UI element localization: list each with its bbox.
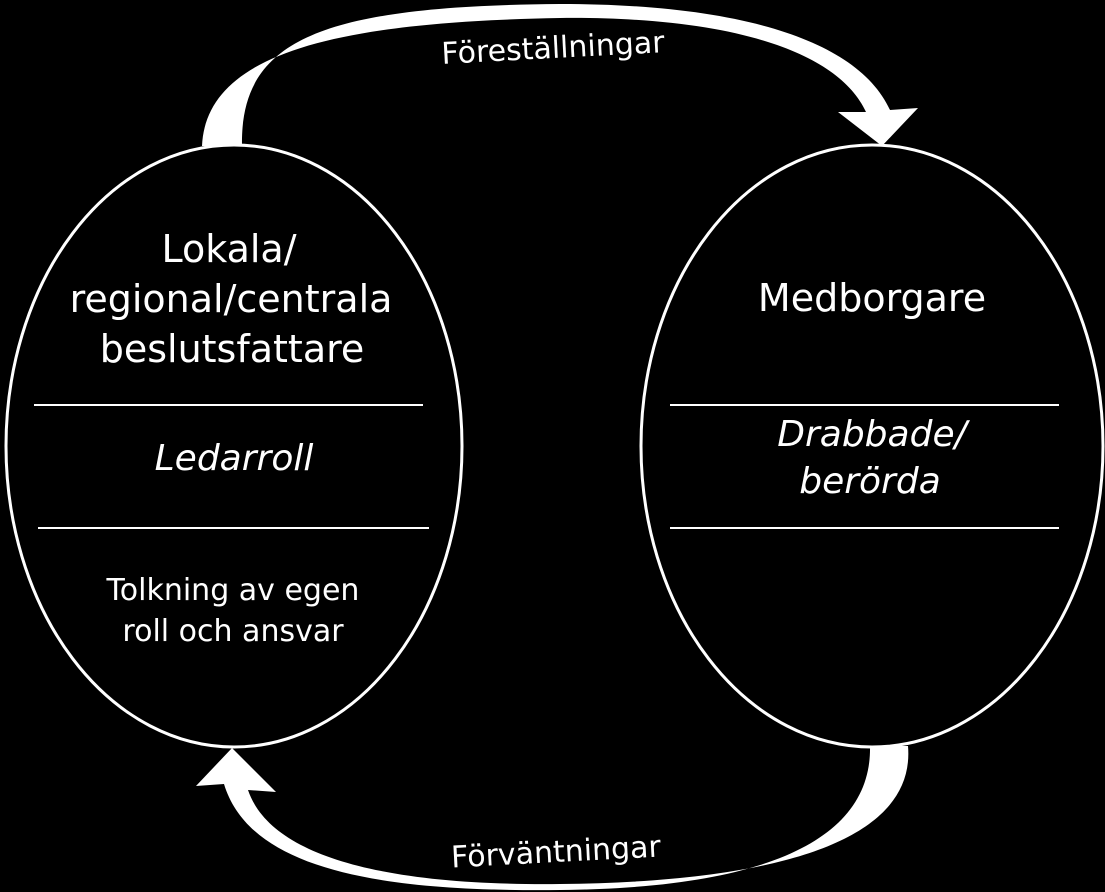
left-title-line-1: Lokala/ <box>161 227 296 271</box>
left-node: Lokala/ regional/centrala beslutsfattare… <box>4 143 464 749</box>
top-arrow <box>202 4 918 146</box>
top-arrow-label: Föreställningar <box>441 25 666 72</box>
left-ellipse <box>4 143 464 749</box>
right-role-line-1: Drabbade/ <box>777 414 970 455</box>
left-role-label: Ledarroll <box>155 438 314 479</box>
bottom-arrow-label: Förväntningar <box>450 829 662 875</box>
right-role-line-2: berörda <box>799 461 941 502</box>
left-detail-line-2: roll och ansvar <box>122 614 344 649</box>
left-detail-line-1: Tolkning av egen <box>106 573 360 608</box>
top-arrow-body <box>202 4 918 146</box>
left-title-line-3: beslutsfattare <box>100 327 365 371</box>
right-title: Medborgare <box>758 276 986 320</box>
right-node: Medborgare Drabbade/ berörda <box>639 143 1105 749</box>
left-title-line-2: regional/centrala <box>70 277 393 321</box>
right-ellipse <box>639 143 1105 749</box>
